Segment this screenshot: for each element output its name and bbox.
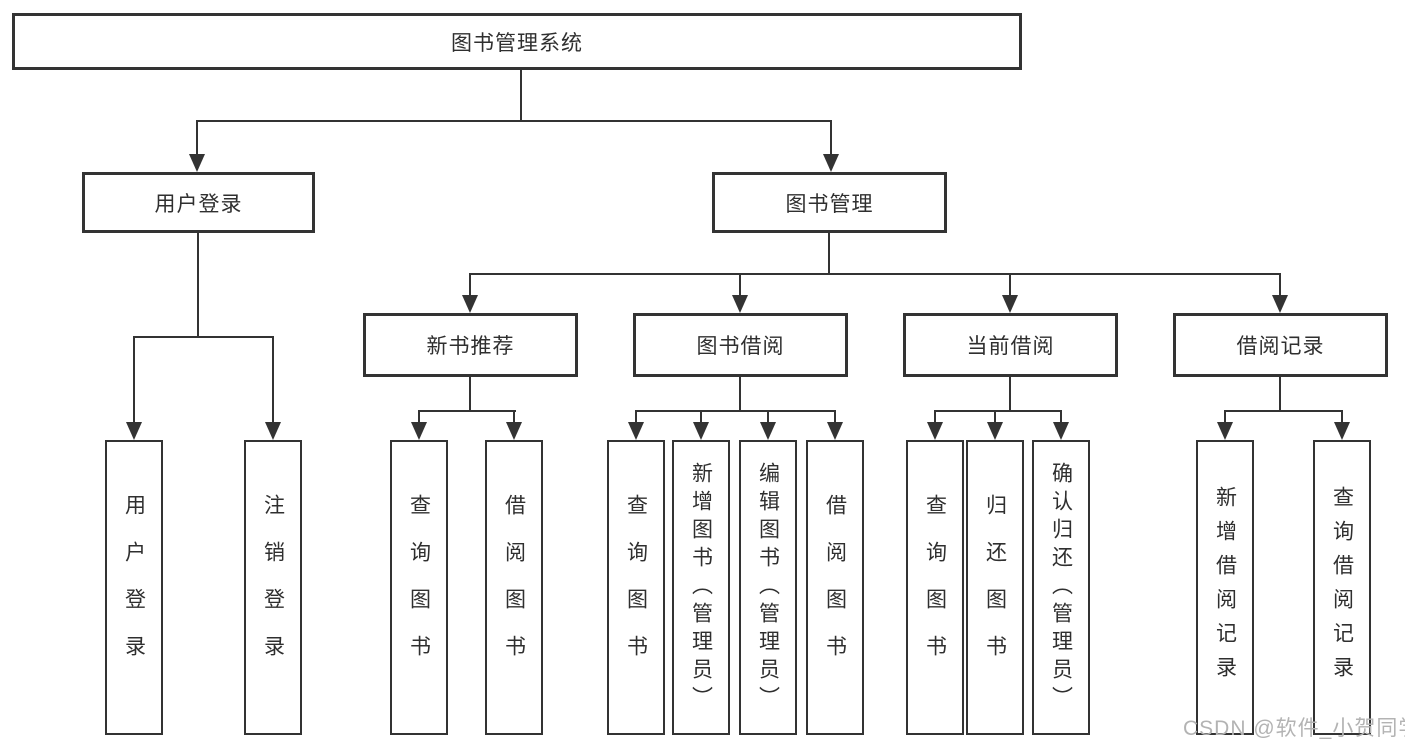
arrow-down-icon — [827, 422, 843, 440]
connector-line — [513, 410, 515, 423]
connector-line — [834, 410, 836, 423]
arrow-down-icon — [126, 422, 142, 440]
node-label: 当前借阅 — [966, 335, 1055, 358]
connector-line — [196, 120, 832, 122]
connector-line — [1224, 410, 1226, 423]
arrow-down-icon — [628, 422, 644, 440]
leaf-add-borrow-record: 新增借阅记录 — [1196, 440, 1254, 735]
arrow-down-icon — [1272, 295, 1288, 313]
leaf-label: 用户登录 — [122, 493, 146, 682]
connector-line — [934, 410, 936, 423]
node-borrowing-records: 借阅记录 — [1173, 313, 1388, 377]
node-current-borrowing: 当前借阅 — [903, 313, 1118, 377]
connector-line — [1341, 410, 1343, 423]
connector-line — [828, 233, 830, 273]
leaf-query-books-borrowing: 查询图书 — [607, 440, 665, 735]
connector-line — [469, 273, 1281, 275]
connector-line — [469, 377, 471, 410]
node-label: 借阅记录 — [1236, 335, 1325, 358]
leaf-label: 查询图书 — [923, 493, 947, 682]
node-library-management-system: 图书管理系统 — [12, 13, 1022, 70]
connector-line — [1009, 377, 1011, 410]
leaf-label: 借阅图书 — [502, 493, 526, 682]
leaf-borrow-books-recommend: 借阅图书 — [485, 440, 543, 735]
node-user-login: 用户登录 — [82, 172, 315, 233]
leaf-confirm-return-admin: 确认归还（管理员） — [1032, 440, 1090, 735]
leaf-borrow-books-borrowing: 借阅图书 — [806, 440, 864, 735]
leaf-label: 查询借阅记录 — [1330, 485, 1354, 690]
connector-line — [635, 410, 836, 412]
connector-line — [700, 410, 702, 423]
leaf-label: 归还图书 — [983, 493, 1007, 682]
node-new-book-recommendation: 新书推荐 — [363, 313, 578, 377]
leaf-add-book-admin: 新增图书（管理员） — [672, 440, 730, 735]
connector-line — [739, 377, 741, 410]
connector-line — [418, 410, 420, 423]
connector-line — [133, 336, 135, 423]
leaf-label: 新增图书（管理员） — [689, 461, 713, 714]
arrow-down-icon — [506, 422, 522, 440]
arrow-down-icon — [1002, 295, 1018, 313]
arrow-down-icon — [693, 422, 709, 440]
arrow-down-icon — [987, 422, 1003, 440]
connector-line — [1279, 377, 1281, 410]
arrow-down-icon — [1334, 422, 1350, 440]
leaf-query-books-recommend: 查询图书 — [390, 440, 448, 735]
node-label: 新书推荐 — [426, 335, 515, 358]
arrow-down-icon — [927, 422, 943, 440]
arrow-down-icon — [760, 422, 776, 440]
connector-line — [830, 120, 832, 156]
connector-line — [520, 70, 522, 120]
arrow-down-icon — [265, 422, 281, 440]
node-label: 图书管理 — [785, 192, 874, 216]
watermark-text: CSDN @软件_小贺同学 — [1183, 717, 1405, 740]
leaf-user-login: 用户登录 — [105, 440, 163, 735]
connector-line — [196, 120, 198, 156]
connector-line — [1060, 410, 1062, 423]
leaf-label: 借阅图书 — [823, 493, 847, 682]
arrow-down-icon — [732, 295, 748, 313]
leaf-return-book: 归还图书 — [966, 440, 1024, 735]
arrow-down-icon — [462, 295, 478, 313]
connector-line — [934, 410, 1062, 412]
connector-line — [1224, 410, 1343, 412]
connector-line — [767, 410, 769, 423]
connector-line — [272, 336, 274, 423]
arrow-down-icon — [411, 422, 427, 440]
connector-line — [1009, 273, 1011, 296]
arrow-down-icon — [823, 154, 839, 172]
leaf-label: 新增借阅记录 — [1213, 485, 1237, 690]
connector-line — [994, 410, 996, 423]
node-book-management: 图书管理 — [712, 172, 947, 233]
leaf-label: 确认归还（管理员） — [1049, 461, 1073, 714]
leaf-query-books-current: 查询图书 — [906, 440, 964, 735]
leaf-label: 查询图书 — [407, 493, 431, 682]
arrow-down-icon — [1217, 422, 1233, 440]
leaf-edit-book-admin: 编辑图书（管理员） — [739, 440, 797, 735]
leaf-logout: 注销登录 — [244, 440, 302, 735]
connector-line — [635, 410, 637, 423]
connector-line — [133, 336, 274, 338]
node-label: 图书借阅 — [696, 335, 785, 358]
node-book-borrowing: 图书借阅 — [633, 313, 848, 377]
connector-line — [1279, 273, 1281, 296]
arrow-down-icon — [1053, 422, 1069, 440]
leaf-label: 编辑图书（管理员） — [756, 461, 780, 714]
connector-line — [739, 273, 741, 296]
connector-line — [469, 273, 471, 296]
leaf-label: 查询图书 — [624, 493, 648, 682]
connector-line — [418, 410, 516, 412]
leaf-query-borrow-record: 查询借阅记录 — [1313, 440, 1371, 735]
leaf-label: 注销登录 — [261, 493, 285, 682]
connector-line — [197, 233, 199, 336]
node-label: 图书管理系统 — [451, 31, 583, 55]
node-label: 用户登录 — [154, 192, 243, 216]
arrow-down-icon — [189, 154, 205, 172]
